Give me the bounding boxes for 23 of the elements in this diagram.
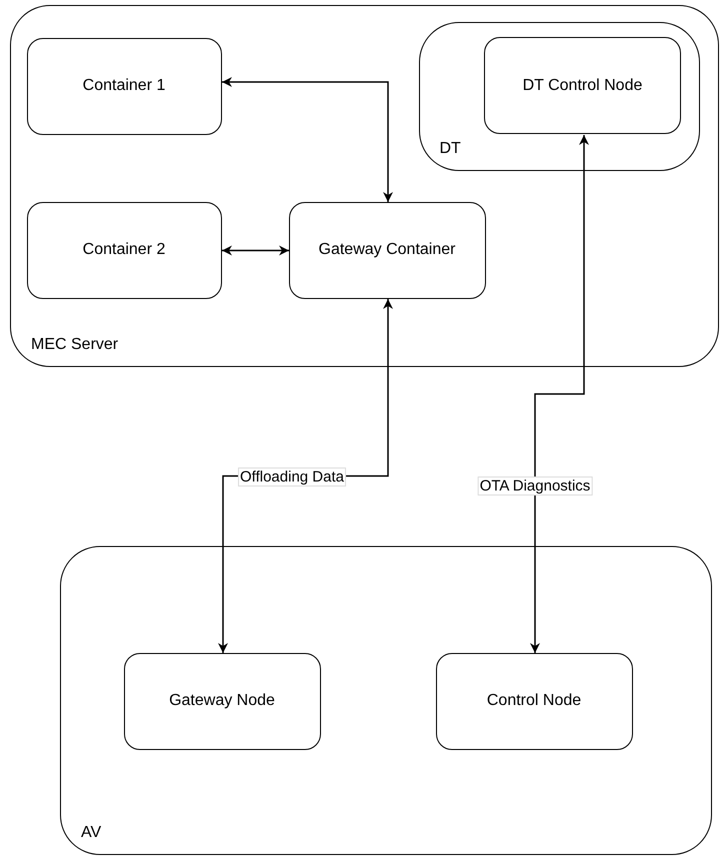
group-label: AV [81, 824, 102, 842]
process-box [124, 652, 320, 750]
node-label: DT Control Node [522, 76, 642, 94]
process-box [288, 202, 486, 298]
group-label: MEC Server [31, 336, 118, 354]
node-label: Control Node [486, 692, 582, 710]
arrow [222, 246, 289, 256]
arrow [222, 77, 393, 202]
arrow [530, 135, 589, 653]
container-box [60, 546, 712, 855]
group-label: DT [440, 140, 461, 158]
node-label: Gateway Node [169, 692, 275, 710]
process-box [26, 38, 222, 134]
process-box [484, 37, 681, 134]
edge-label: Offloading Data [238, 468, 346, 486]
container-box [10, 5, 719, 367]
container-box [418, 22, 700, 170]
node-label: Container 2 [82, 241, 166, 259]
node-label: Gateway Container [318, 241, 456, 259]
node-label: Container 1 [82, 77, 166, 95]
edge-label: OTA Diagnostics [478, 476, 592, 496]
process-box [436, 652, 632, 750]
process-box [26, 202, 222, 298]
